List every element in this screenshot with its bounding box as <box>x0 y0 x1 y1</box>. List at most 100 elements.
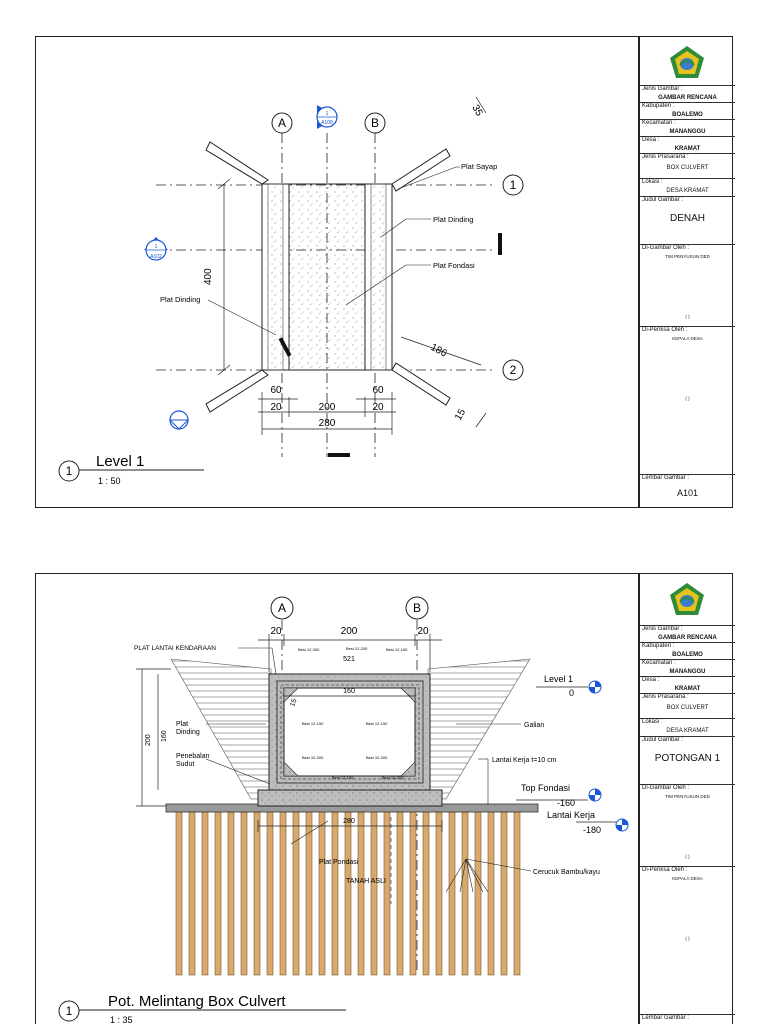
dim-400: 400 <box>203 268 214 285</box>
label-plat-dinding-1: Plat <box>176 721 188 728</box>
tb-jenis-gambar: GAMBAR RENCANA <box>658 95 717 101</box>
tb-judul: DENAH <box>669 213 705 224</box>
view-title: Level 1 <box>96 453 144 470</box>
tb-diperiksa: KEPALA DESA <box>672 876 703 881</box>
svg-text:A102: A102 <box>150 254 162 260</box>
grid-bubble-b2: B <box>413 601 421 615</box>
label-plat-sayap: Plat Sayap <box>461 162 497 171</box>
dim-20-left-2: 20 <box>270 626 282 637</box>
tb-digambar: TIM PENYUSUN DED <box>665 794 710 799</box>
tb-label-kabupaten: Kabupaten : <box>640 642 735 650</box>
tb-kabupaten: BOALEMO <box>672 112 703 118</box>
tb-label-kabupaten: Kabupaten : <box>640 102 735 110</box>
tb-prasarana: BOX CULVERT <box>666 705 709 711</box>
tb-label-kecamatan: Kecamatan : <box>640 119 735 127</box>
grid-bubble-2: 2 <box>510 363 517 377</box>
tb-desa: KRAMAT <box>674 146 701 152</box>
dim-160-vertical: 160 <box>161 730 168 742</box>
tb-label-desa: Desa : <box>640 136 735 144</box>
drawing-sheet-potongan: A B <box>35 573 735 1025</box>
tb-lokasi: DESA KRAMAT <box>666 188 709 194</box>
grid-bubble-a: A <box>278 116 286 130</box>
svg-text:1: 1 <box>155 244 158 250</box>
level-top-fondasi-label: Top Fondasi <box>521 783 570 793</box>
tb-label-digambar: Di-Gambar Oleh : <box>640 784 735 792</box>
tb-label-lokasi: Lokasi : <box>640 178 735 186</box>
tb-label-kecamatan: Kecamatan : <box>640 659 735 667</box>
tb-label-desa: Desa : <box>640 676 735 684</box>
dim-15: 15 <box>453 407 468 423</box>
rebar-label: Besi 12-200 <box>346 646 368 651</box>
dim-160-top: 160 <box>343 688 355 695</box>
tb-diperiksa: KEPALA DESA <box>672 336 703 341</box>
label-penebalan-2: Sudut <box>176 761 194 768</box>
dim-186: 186 <box>429 342 449 360</box>
dim-20-right: 20 <box>372 402 384 413</box>
grid-bubble-a2: A <box>278 601 286 615</box>
title-block-2: Jenis Gambar : GAMBAR RENCANA Kabupaten … <box>638 574 735 1024</box>
tb-digambar: TIM PENYUSUN DED <box>665 254 710 259</box>
dim-280-2: 280 <box>343 818 355 825</box>
tb-desa: KRAMAT <box>674 686 701 692</box>
svg-text:A108: A108 <box>321 120 333 126</box>
tb-prasarana: BOX CULVERT <box>666 165 709 171</box>
level-1-value: 0 <box>569 688 574 698</box>
tb-label-lembar: Lembar Gambar : <box>640 1014 735 1022</box>
label-plat-lantai: PLAT LANTAI KENDARAAN <box>134 645 216 652</box>
dim-20-right-2: 20 <box>417 626 429 637</box>
section-marker-left[interactable]: 1 A102 <box>144 237 168 261</box>
rebar-label: Besi 12-150 <box>332 775 354 780</box>
view-scale: 1 : 50 <box>98 476 121 486</box>
view-scale-2: 1 : 35 <box>110 1015 133 1025</box>
label-cerucuk: Cerucuk Bambu/kayu <box>533 869 600 876</box>
level-lantai-kerja-value: -180 <box>583 825 601 835</box>
tb-sign-1: ( ) <box>685 854 690 859</box>
rebar-label: Besi 10-200 <box>366 755 388 760</box>
level-marker-icon <box>588 680 629 832</box>
level-lantai-kerja-label: Lantai Kerja <box>547 810 595 820</box>
rebar-label: Besi 12-150 <box>366 721 388 726</box>
tb-label-diperiksa: Di-Periksa Oleh : <box>640 866 735 874</box>
section-drawing: A B <box>58 596 629 1025</box>
dim-15-2: 15 <box>289 698 298 708</box>
emblem-logo <box>670 583 704 615</box>
dim-20-left: 20 <box>270 402 282 413</box>
dim-200-vertical: 200 <box>145 734 152 746</box>
rebar-label: Besi 12-300 <box>298 647 320 652</box>
tb-label-judul: Judul Gambar : <box>640 196 735 204</box>
tb-judul: POTONGAN 1 <box>654 753 721 764</box>
label-galian: Galian <box>524 722 544 729</box>
bamboo-piles <box>175 811 521 976</box>
section-marker-top[interactable]: 1 A108 <box>316 105 338 129</box>
tb-kabupaten: BOALEMO <box>672 652 703 658</box>
drawing-sheet-denah: A B 1 2 1 A108 1 A102 <box>35 36 735 508</box>
tb-lembar: A101 <box>676 488 699 498</box>
title-block: Jenis Gambar : GAMBAR RENCANA Kabupaten … <box>638 37 735 507</box>
label-penebalan-1: Penebalan <box>176 753 210 760</box>
level-1-label: Level 1 <box>544 674 573 684</box>
label-plat-dinding-2: Dinding <box>176 729 200 736</box>
dim-200: 200 <box>319 402 336 413</box>
label-lantai-kerja-note: Lantai Kerja t=10 cm <box>492 757 557 764</box>
dim-200-2: 200 <box>341 626 358 637</box>
tb-label-prasarana: Jenis Prasarana : <box>640 153 735 161</box>
tb-kecamatan: MANANGGU <box>669 669 706 675</box>
elevation-marker[interactable] <box>168 410 190 430</box>
svg-text:1: 1 <box>326 111 329 117</box>
tb-label-prasarana: Jenis Prasarana : <box>640 693 735 701</box>
label-plat-fondasi: Plat Fondasi <box>433 261 475 270</box>
tb-lokasi: DESA KRAMAT <box>666 728 709 734</box>
plan-drawing: A B 1 2 1 A108 1 A102 <box>58 96 524 486</box>
dim-280: 280 <box>319 418 336 429</box>
view-number: 1 <box>66 464 73 478</box>
grid-bubble-1: 1 <box>510 178 517 192</box>
tb-sign-2: ( ) <box>685 396 690 401</box>
dim-521: 521 <box>343 656 355 663</box>
dim-60-right: 60 <box>372 385 384 396</box>
label-tanah-asli: TANAH ASLI <box>346 878 386 885</box>
label-plat-dinding-right: Plat Dinding <box>433 215 473 224</box>
tb-label-lembar: Lembar Gambar : <box>640 474 735 482</box>
tb-sign-1: ( ) <box>685 314 690 319</box>
dim-60-left: 60 <box>270 385 282 396</box>
